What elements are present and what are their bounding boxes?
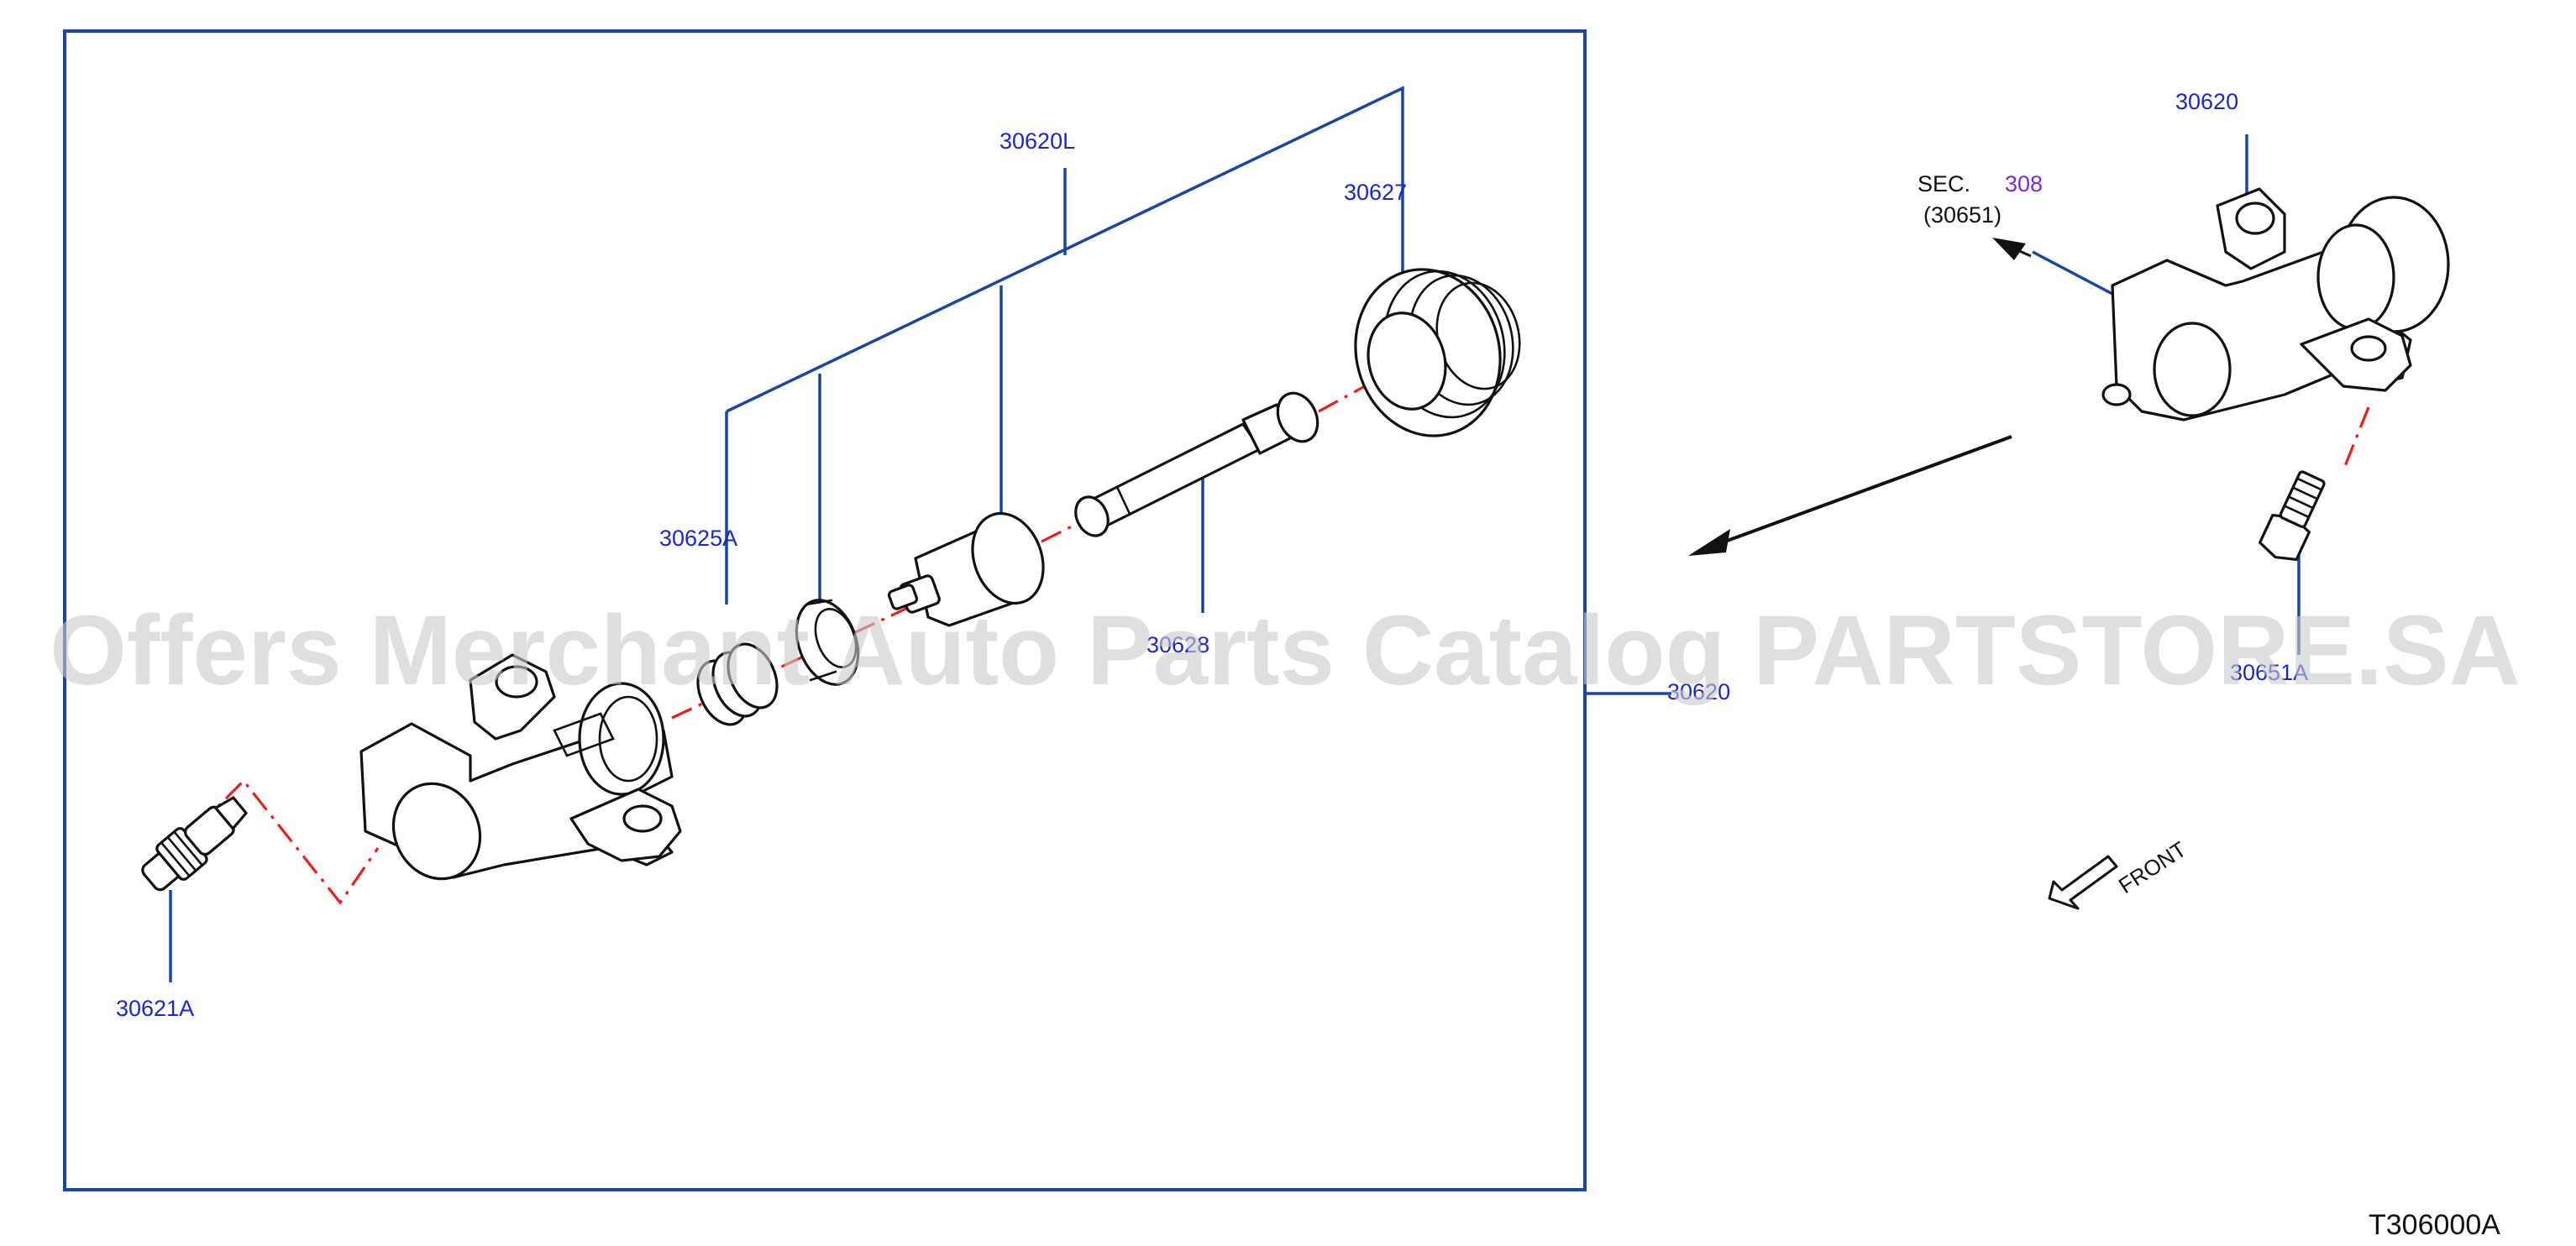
label-30620-box: 30620 bbox=[1667, 679, 1730, 704]
assembly-arrow bbox=[1688, 435, 2012, 556]
front-arrow-icon bbox=[2048, 855, 2118, 910]
slave-cylinder-body bbox=[359, 653, 682, 881]
label-30627: 30627 bbox=[1344, 180, 1407, 205]
label-30621A: 30621A bbox=[116, 996, 194, 1021]
label-30651A: 30651A bbox=[2230, 660, 2308, 685]
diagram-code: T306000A bbox=[2369, 1209, 2500, 1241]
label-30625A: 30625A bbox=[659, 526, 737, 551]
push-rod bbox=[1074, 391, 1319, 537]
kit-leader-tree bbox=[169, 86, 2301, 982]
section-part-ref: (30651) bbox=[1923, 202, 2002, 228]
assembly-frame bbox=[63, 29, 1587, 1191]
piston-cup bbox=[795, 599, 860, 686]
watermark: Offers Merchant Auto Parts Catalog PARTS… bbox=[50, 595, 2521, 706]
section-prefix: SEC. bbox=[1918, 171, 1970, 196]
section-number-link[interactable]: 308 bbox=[2005, 171, 2043, 196]
dust-boot bbox=[1354, 268, 1521, 437]
spring bbox=[696, 642, 779, 726]
label-30620-right: 30620 bbox=[2175, 89, 2238, 114]
mounting-bolt bbox=[2259, 470, 2326, 562]
section-ref-arrow bbox=[1992, 238, 2032, 260]
label-30628: 30628 bbox=[1146, 632, 1209, 657]
bleeder-screw bbox=[141, 796, 248, 892]
label-30620L: 30620L bbox=[999, 128, 1075, 154]
assembled-cylinder bbox=[2101, 187, 2450, 421]
piston bbox=[887, 511, 1045, 627]
front-label: FRONT bbox=[2114, 836, 2191, 898]
